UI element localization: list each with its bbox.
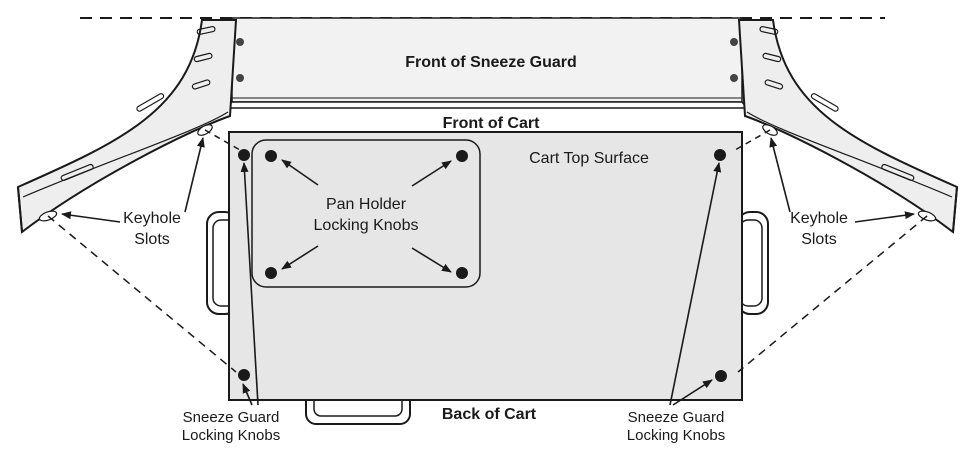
pan-knob-bottom-right — [456, 267, 468, 279]
back-cart-label: Back of Cart — [442, 406, 537, 423]
guard-knob-front-left — [238, 149, 250, 161]
pan-holder-label-2: Locking Knobs — [314, 217, 419, 234]
pan-holder-label-1: Pan Holder — [326, 196, 407, 213]
cart-top-surface — [228, 131, 743, 401]
right-side-guard — [737, 19, 959, 234]
keyhole-left-label-1: Keyhole — [123, 210, 181, 227]
keyhole-right-label-1: Keyhole — [790, 210, 848, 227]
front-guard-label: Front of Sneeze Guard — [405, 54, 577, 71]
keyhole-right-label-2: Slots — [801, 231, 837, 248]
guard-knobs-right-label-2: Locking Knobs — [627, 427, 725, 444]
guard-knob-back-right — [715, 370, 727, 382]
left-side-guard — [16, 19, 238, 234]
front-cart-label: Front of Cart — [443, 115, 541, 132]
guard-knobs-left-label-2: Locking Knobs — [182, 427, 280, 444]
front-guard-panel — [225, 17, 749, 109]
cart-top-label: Cart Top Surface — [529, 150, 649, 167]
guard-knobs-right-label-1: Sneeze Guard — [628, 409, 725, 426]
guard-knobs-left-label-1: Sneeze Guard — [183, 409, 280, 426]
callout-arrows — [61, 137, 915, 406]
keyhole-left-label-2: Slots — [134, 231, 170, 248]
pan-knob-bottom-left — [265, 267, 277, 279]
pan-knob-top-left — [265, 150, 277, 162]
pan-holder-area — [251, 139, 481, 288]
guard-knob-front-right — [714, 149, 726, 161]
guard-knob-back-left — [238, 369, 250, 381]
pan-knob-top-right — [456, 150, 468, 162]
left-dashed-guide — [47, 215, 237, 373]
